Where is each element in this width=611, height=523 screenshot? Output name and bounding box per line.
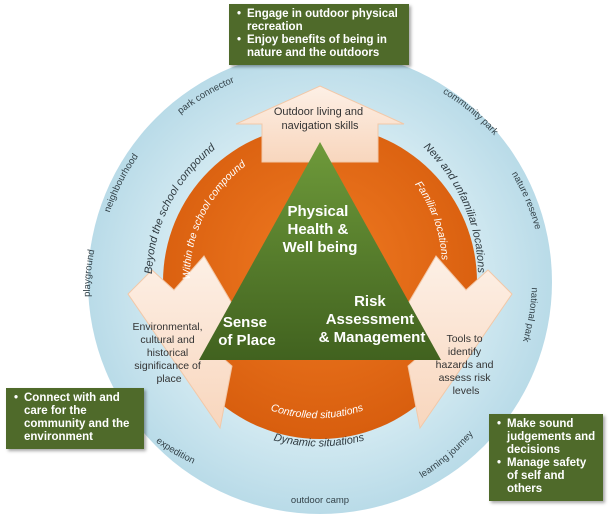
outcome-item: Connect with and care for the community …	[14, 392, 137, 444]
center-right-text: Risk Assessment & Management	[319, 293, 426, 346]
outcome-item: Engage in outdoor physical recreation	[237, 8, 402, 34]
outcome-box-top: Engage in outdoor physical recreation En…	[229, 4, 409, 65]
arrow-left-text: Environmental, cultural and historical s…	[133, 321, 206, 385]
outcome-item: Make sound judgements and decisions	[497, 418, 596, 457]
arrow-right-text: Tools to identify hazards and assess ris…	[436, 333, 497, 397]
outcome-item: Enjoy benefits of being in nature and th…	[237, 34, 402, 60]
outcome-box-left: Connect with and care for the community …	[6, 388, 144, 449]
center-top-text: Physical Health & Well being	[283, 203, 358, 256]
place-outdoor-camp: outdoor camp	[291, 495, 349, 506]
center-left-text: Sense of Place	[218, 314, 276, 349]
center-triangle	[199, 142, 441, 360]
outcome-item: Manage safety of self and others	[497, 457, 596, 496]
dynamic-situations-label: Dynamic situations	[273, 431, 366, 449]
arrow-top-text: Outdoor living and navigation skills	[274, 106, 366, 132]
outcome-box-right: Make sound judgements and decisions Mana…	[489, 414, 603, 501]
arrow-top	[235, 85, 405, 163]
